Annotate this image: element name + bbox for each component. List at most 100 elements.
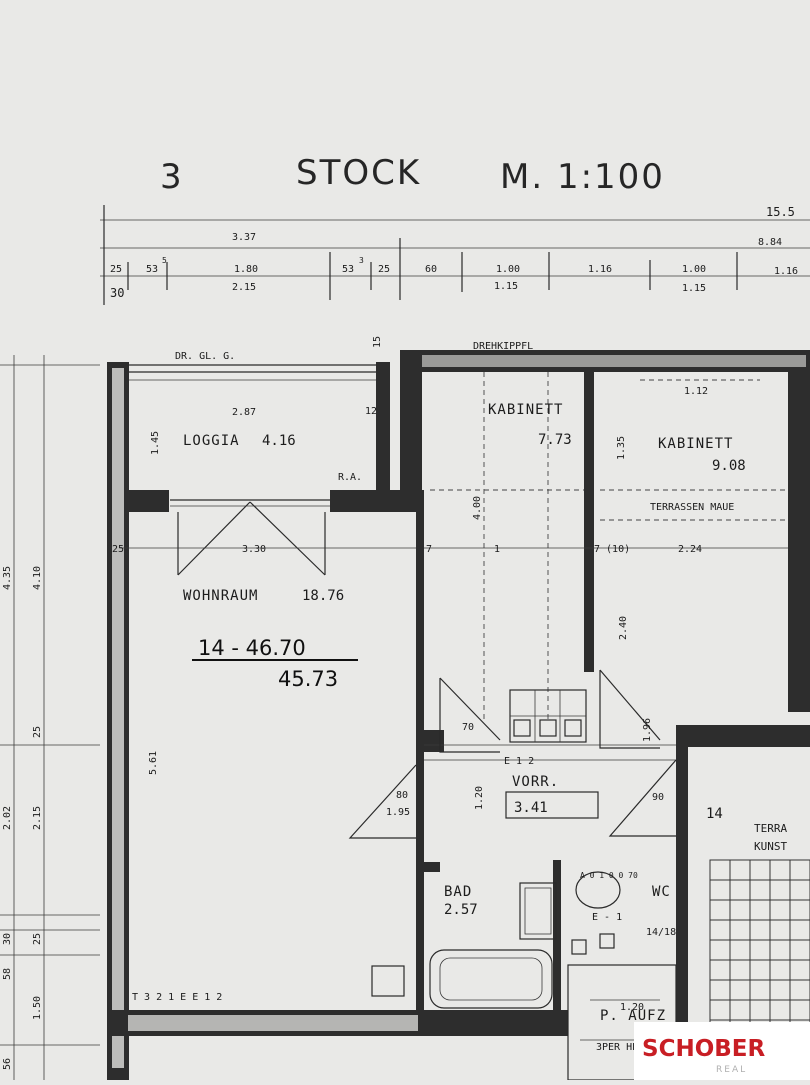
dim-14: 14 (706, 806, 723, 822)
wohnraum-dim: 3.30 (242, 544, 266, 555)
dim-7: 7 (426, 544, 432, 555)
room-wohnraum: WOHNRAUM 18.76 3.30 5.61 (148, 544, 344, 775)
dim-l-215: 2.15 (32, 806, 43, 830)
installation-shaft (509, 689, 587, 743)
bath-fixtures (371, 871, 621, 1009)
dim-l-56: 56 (2, 1058, 13, 1070)
room-wc: WC (652, 884, 671, 900)
label-drehkippfl: DREHKIPPFL (473, 341, 533, 352)
hand-line-1: 14 - 46.70 (198, 636, 306, 660)
loggia-name: LOGGIA (183, 433, 240, 449)
schober-logo: SCHOBER REAL (634, 1022, 810, 1080)
loggia-dim-v: 1.45 (150, 431, 161, 455)
dim-90: 90 (652, 792, 664, 803)
room-bad: BAD 2.57 (444, 884, 478, 918)
top-dimension-lines (100, 205, 810, 305)
wohnraum-dim-v: 5.61 (148, 751, 159, 775)
aufzug-sub: 3PER HER. (596, 1042, 650, 1053)
handwritten-area: 14 - 46.70 45.73 (192, 636, 358, 691)
dim-l-150: 1.50 (32, 996, 43, 1020)
dim-60: 60 (425, 264, 437, 275)
label-terrassenmauer: TERRASSEN MAUE (650, 502, 734, 513)
dim-1: 1 (494, 544, 500, 555)
dim-l-30: 30 (2, 933, 13, 945)
dim-196: 1.96 (642, 718, 653, 742)
bad-name: BAD (444, 884, 472, 900)
dim-100: 1.00 (496, 264, 520, 275)
dim-l-25b: 25 (32, 933, 43, 945)
loggia-area: 4.16 (262, 433, 296, 449)
dim-120: 1.20 (474, 786, 485, 810)
room-loggia: LOGGIA 4.16 2.87 1.45 (150, 407, 296, 455)
vorr-area: 3.41 (514, 800, 548, 816)
dim-240: 2.40 (618, 616, 629, 640)
room-kabinett-2: KABINETT 9.08 1.12 1.35 (616, 386, 746, 474)
dim-1420: 1.20 (620, 1002, 644, 1013)
floor-number: 3 (160, 157, 184, 197)
dim-116b: 1.16 (774, 266, 798, 277)
label-kunst: KUNST (754, 840, 787, 853)
wc-name: WC (652, 884, 671, 900)
kabinett2-name: KABINETT (658, 436, 733, 452)
dim-115: 1.15 (494, 281, 518, 292)
kabinett2-dim-v: 1.35 (616, 436, 627, 460)
kabinett1-dim-v: 4.00 (472, 496, 483, 520)
dim-100b: 1.00 (682, 264, 706, 275)
dim-l-202: 2.02 (2, 806, 13, 830)
dim-l-25: 25 (32, 726, 43, 738)
hall-door-swings (348, 669, 677, 839)
dim-25: 25 (110, 264, 122, 275)
kabinett-dash-lines (424, 372, 788, 761)
dim-180: 1.80 (234, 264, 258, 275)
dim-53b: 53 (342, 264, 354, 275)
logo-sub: REAL (716, 1065, 747, 1075)
dim-115b: 1.15 (682, 283, 706, 294)
walls (107, 350, 810, 1080)
dim-l-58: 58 (2, 968, 13, 980)
dim-total: 15.5 (766, 205, 795, 219)
loggia-dim: 2.87 (232, 407, 256, 418)
left-dimension-lines (0, 355, 100, 1080)
dim-195: 1.95 (386, 807, 410, 818)
room-vorr: VORR. 3.41 (505, 774, 599, 819)
vorr-name: VORR. (512, 774, 559, 790)
dim-5: 5 (162, 256, 167, 265)
living-door-swing (120, 501, 416, 576)
dim-337: 3.37 (232, 232, 256, 243)
label-terrace: TERRA (754, 822, 787, 835)
dim-30: 30 (110, 286, 124, 300)
wohnraum-name: WOHNRAUM (183, 588, 258, 604)
dim-884: 8.84 (758, 237, 782, 248)
dim-80: 80 (396, 790, 408, 801)
dim-25-wall: 25 (112, 544, 124, 555)
dim-e1: E - 1 (592, 912, 622, 923)
kabinett1-name: KABINETT (488, 402, 563, 418)
kabinett2-dim: 1.12 (684, 386, 708, 397)
loggia-glazing (129, 364, 376, 507)
dim-116: 1.16 (588, 264, 612, 275)
bad-area: 2.57 (444, 902, 478, 918)
kabinett1-area: 7.73 (538, 432, 572, 448)
dim-224: 2.24 (678, 544, 702, 555)
kabinett2-area: 9.08 (712, 458, 746, 474)
dim-1418: 14/18 (646, 927, 676, 938)
dim-e12: E 1 2 (504, 756, 534, 767)
dim-sill: T 3 2 1 E E 1 2 (132, 992, 222, 1003)
dim-25b: 25 (378, 264, 390, 275)
dim-a0: A 0 1 0 0 70 (580, 871, 638, 880)
aufzug-name: P. AUFZ (600, 1008, 666, 1024)
plan-scale: M. 1:100 (500, 157, 665, 197)
plan-title: STOCK (296, 153, 421, 193)
dim-15: 15 (372, 336, 383, 348)
dim-l-410: 4.10 (32, 566, 43, 590)
hand-line-2: 45.73 (278, 667, 338, 691)
dim-3: 3 (359, 256, 364, 265)
room-aufzug: P. AUFZ 3PER HER. (596, 1008, 666, 1053)
wohnraum-area: 18.76 (302, 588, 344, 604)
dim-53: 53 (146, 264, 158, 275)
label-drgl: DR. GL. G. (175, 351, 235, 362)
dim-7-10: 7 (10) (594, 544, 630, 555)
label-ra: R.A. (338, 472, 362, 483)
